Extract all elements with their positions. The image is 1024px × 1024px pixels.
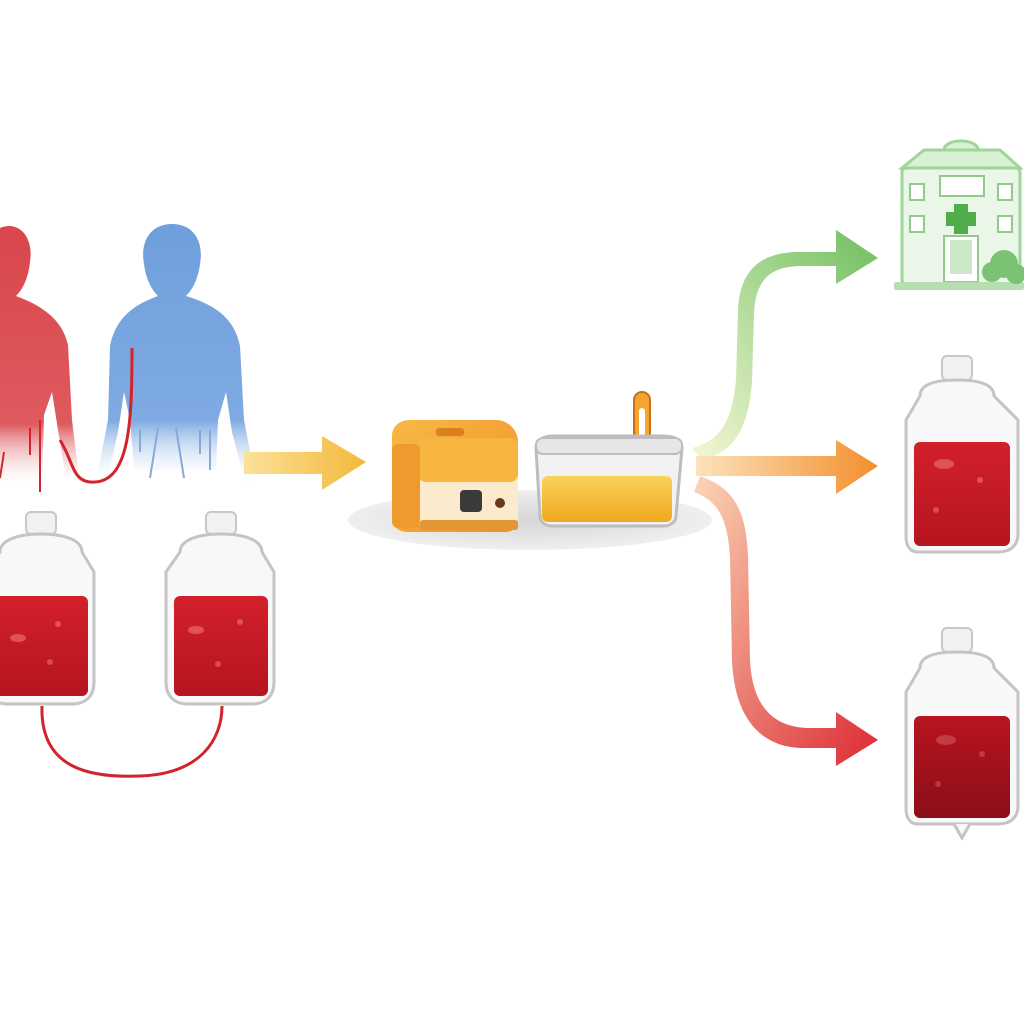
hospital-building-icon xyxy=(894,139,1024,290)
blood-bag-icon xyxy=(904,627,1020,842)
water-bath-thermometer-icon xyxy=(534,391,684,528)
blood-bag-icon xyxy=(904,355,1020,554)
arrow-to-bag-bottom xyxy=(694,476,878,766)
centrifuge-machine-icon xyxy=(392,420,518,532)
donor-red-icon xyxy=(0,225,78,490)
blood-bag-icon xyxy=(164,511,276,706)
bag-connector-tube xyxy=(40,705,224,778)
donor-blue-icon xyxy=(96,224,256,486)
arrow-to-hospital xyxy=(692,230,878,460)
transfusion-tube xyxy=(58,347,134,484)
arrow-to-bag-top xyxy=(696,440,878,494)
donor-base-marks xyxy=(139,427,211,479)
donor-red-base-marks xyxy=(0,420,41,492)
blood-bag-icon xyxy=(0,511,96,706)
arrow-to-processing xyxy=(244,436,366,490)
